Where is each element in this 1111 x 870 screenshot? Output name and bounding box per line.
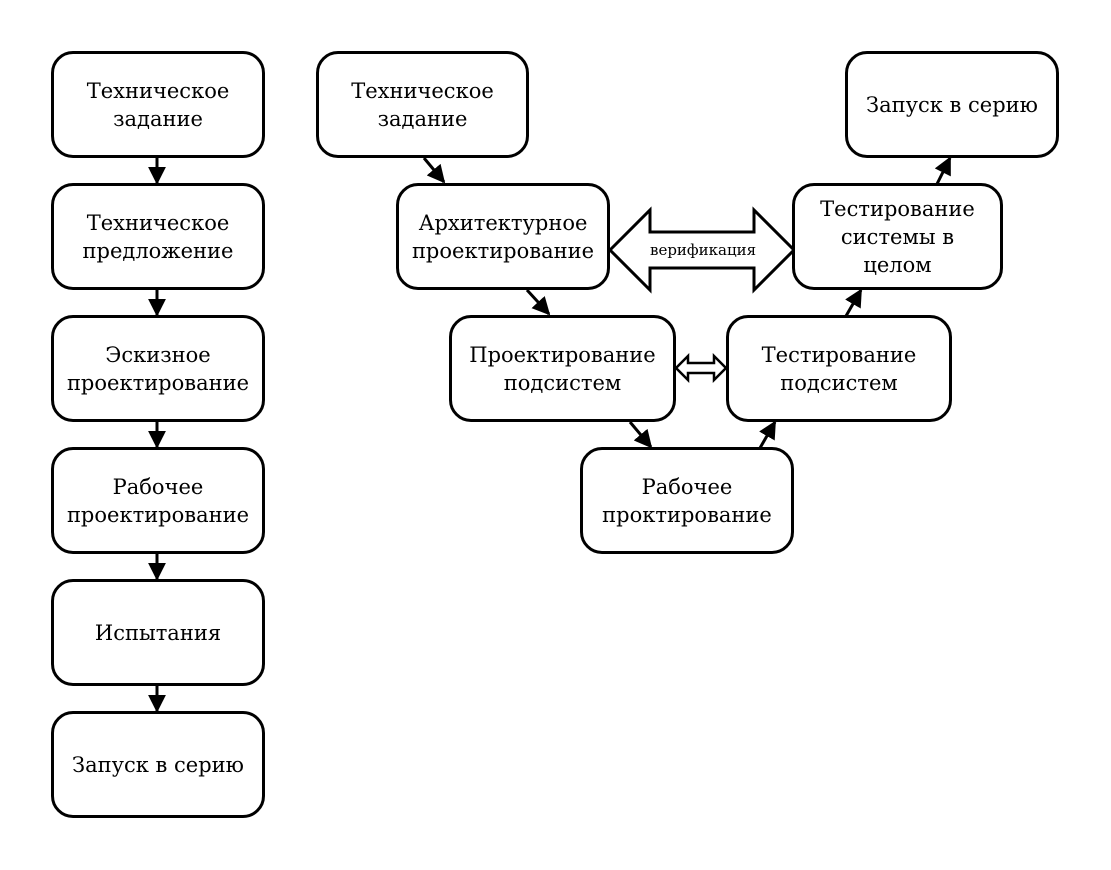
waterfall-step-detail-design: Рабочее проектирование: [51, 447, 265, 554]
vmodel-subsystem-design: Проектирование подсистем: [449, 315, 676, 422]
vmodel-arrow-subsystem-to-detail: [628, 421, 653, 449]
waterfall-step-serial-launch: Запуск в серию: [51, 711, 265, 818]
vmodel-arch-design: Архитектурное проектирование: [396, 183, 610, 290]
waterfall-step-testing: Испытания: [51, 579, 265, 686]
vmodel-arrow-systest-to-launch: [934, 156, 952, 185]
vmodel-arrow-arch-to-subsystem: [525, 288, 551, 316]
vmodel-arrow-spec-to-arch: [422, 157, 446, 184]
vmodel-detail-design: Рабочее проктирование: [580, 447, 794, 554]
subsystem-double-arrow: [674, 352, 728, 384]
waterfall-step-tech-proposal: Техническое предложение: [51, 183, 265, 290]
waterfall-step-tech-spec: Техническое задание: [51, 51, 265, 158]
vmodel-arrow-detail-to-subtest: [758, 420, 777, 449]
vmodel-system-testing: Тестирование системы в целом: [792, 183, 1003, 290]
vmodel-arrow-subtest-to-systest: [844, 288, 863, 317]
verification-label: верификация: [650, 241, 757, 259]
vmodel-tech-spec: Техническое задание: [316, 51, 529, 158]
vmodel-serial-launch: Запуск в серию: [845, 51, 1059, 158]
waterfall-step-draft-design: Эскизное проектирование: [51, 315, 265, 422]
vmodel-subsystem-testing: Тестирование подсистем: [726, 315, 952, 422]
